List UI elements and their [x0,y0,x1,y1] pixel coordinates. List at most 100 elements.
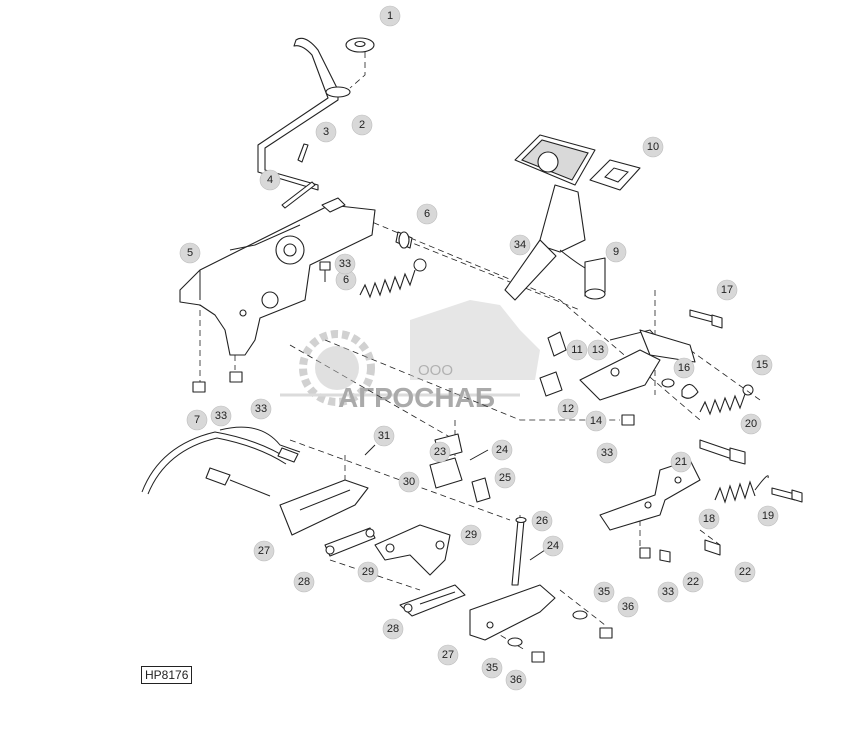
part-pedal-7 [504,134,596,301]
callout-label: 33 [215,410,227,422]
callout-label: 28 [298,576,310,588]
callout-label: 21 [675,456,687,468]
callout-label: 30 [403,476,415,488]
callout-35: 35 [481,657,503,679]
part-pin-25 [471,477,491,503]
callout-31: 31 [373,425,395,447]
part-bolt-19 [771,487,803,503]
part-pin-26 [511,516,527,586]
part-link-28a [324,527,376,557]
part-washer-14 [661,378,675,388]
part-bolt-17 [689,309,723,329]
callout-label: 33 [255,403,267,415]
part-pin-4 [281,181,316,209]
part-clip-11 [539,371,563,397]
callout-13: 13 [587,339,609,361]
part-pin-3 [297,143,309,163]
callout-label: 35 [486,662,498,674]
callout-label: 6 [343,274,349,286]
part-clip-16 [681,383,699,399]
part-spring-15 [699,384,754,416]
callout-12: 12 [557,398,579,420]
callout-2: 2 [351,114,373,136]
part-bracket-13 [579,329,696,401]
callout-label: 29 [465,529,477,541]
callout-25: 25 [494,467,516,489]
part-bracket-5 [179,197,376,356]
callout-6: 6 [416,203,438,225]
callout-label: 36 [510,674,522,686]
callout-22: 22 [682,571,704,593]
part-plate-27b [469,584,556,641]
callout-21: 21 [670,451,692,473]
callout-22: 22 [734,561,756,583]
part-link-29 [374,524,451,576]
callout-label: 19 [762,510,774,522]
callout-30: 30 [398,471,420,493]
callout-label: 26 [536,515,548,527]
callout-label: 35 [598,586,610,598]
callout-29: 29 [357,561,379,583]
callout-24: 24 [542,535,564,557]
callout-9: 9 [605,241,627,263]
callout-label: 11 [571,344,582,356]
callout-33: 33 [210,405,232,427]
callout-label: 10 [647,141,659,153]
callout-10: 10 [642,136,664,158]
callout-5: 5 [179,242,201,264]
callout-27: 27 [253,540,275,562]
callout-label: 34 [514,239,526,251]
part-block-30 [429,457,463,489]
callout-27: 27 [437,644,459,666]
callout-label: 2 [359,119,365,131]
callout-label: 4 [267,174,273,186]
part-spring-upper [359,258,427,299]
callout-label: 28 [387,623,399,635]
callout-label: 22 [687,576,699,588]
callout-label: 17 [721,284,733,296]
callout-35: 35 [593,581,615,603]
callout-33: 33 [334,253,356,275]
callout-34: 34 [509,234,531,256]
callout-11: 11 [566,339,588,361]
callout-33: 33 [657,581,679,603]
callout-label: 6 [424,208,430,220]
callout-label: 18 [703,513,715,525]
callout-33: 33 [596,442,618,464]
part-bolts-33-lower [192,371,635,426]
part-washer-1 [345,37,375,53]
part-clip-9 [547,331,567,357]
callout-label: 29 [362,566,374,578]
callout-28: 28 [382,618,404,640]
watermark-small-text: ООО [418,362,453,379]
callout-label: 24 [547,540,559,552]
callout-36: 36 [617,596,639,618]
callout-label: 23 [434,446,446,458]
part-pedal-rod-2 [257,37,351,191]
callout-label: 33 [601,447,613,459]
callout-label: 7 [194,414,200,426]
callout-label: 27 [442,649,454,661]
part-pad-34 [589,159,641,191]
callout-16: 16 [673,357,695,379]
callout-29: 29 [460,524,482,546]
part-bushing-6 [395,231,413,249]
part-nuts-36 [531,627,613,663]
callout-1: 1 [379,5,401,27]
callout-33: 33 [250,398,272,420]
part-bolts-22 [639,539,721,563]
diagram-code-label: HP8176 [141,666,193,684]
callout-7: 7 [186,409,208,431]
callout-label: 20 [745,418,757,430]
part-bolt-33a [319,261,331,282]
callout-28: 28 [293,571,315,593]
callout-18: 18 [698,508,720,530]
callout-24: 24 [491,439,513,461]
callout-label: 22 [739,566,751,578]
callout-label: 14 [590,415,602,427]
callout-15: 15 [751,354,773,376]
callout-label: 33 [662,586,674,598]
callout-6: 6 [335,269,357,291]
callout-3: 3 [315,121,337,143]
